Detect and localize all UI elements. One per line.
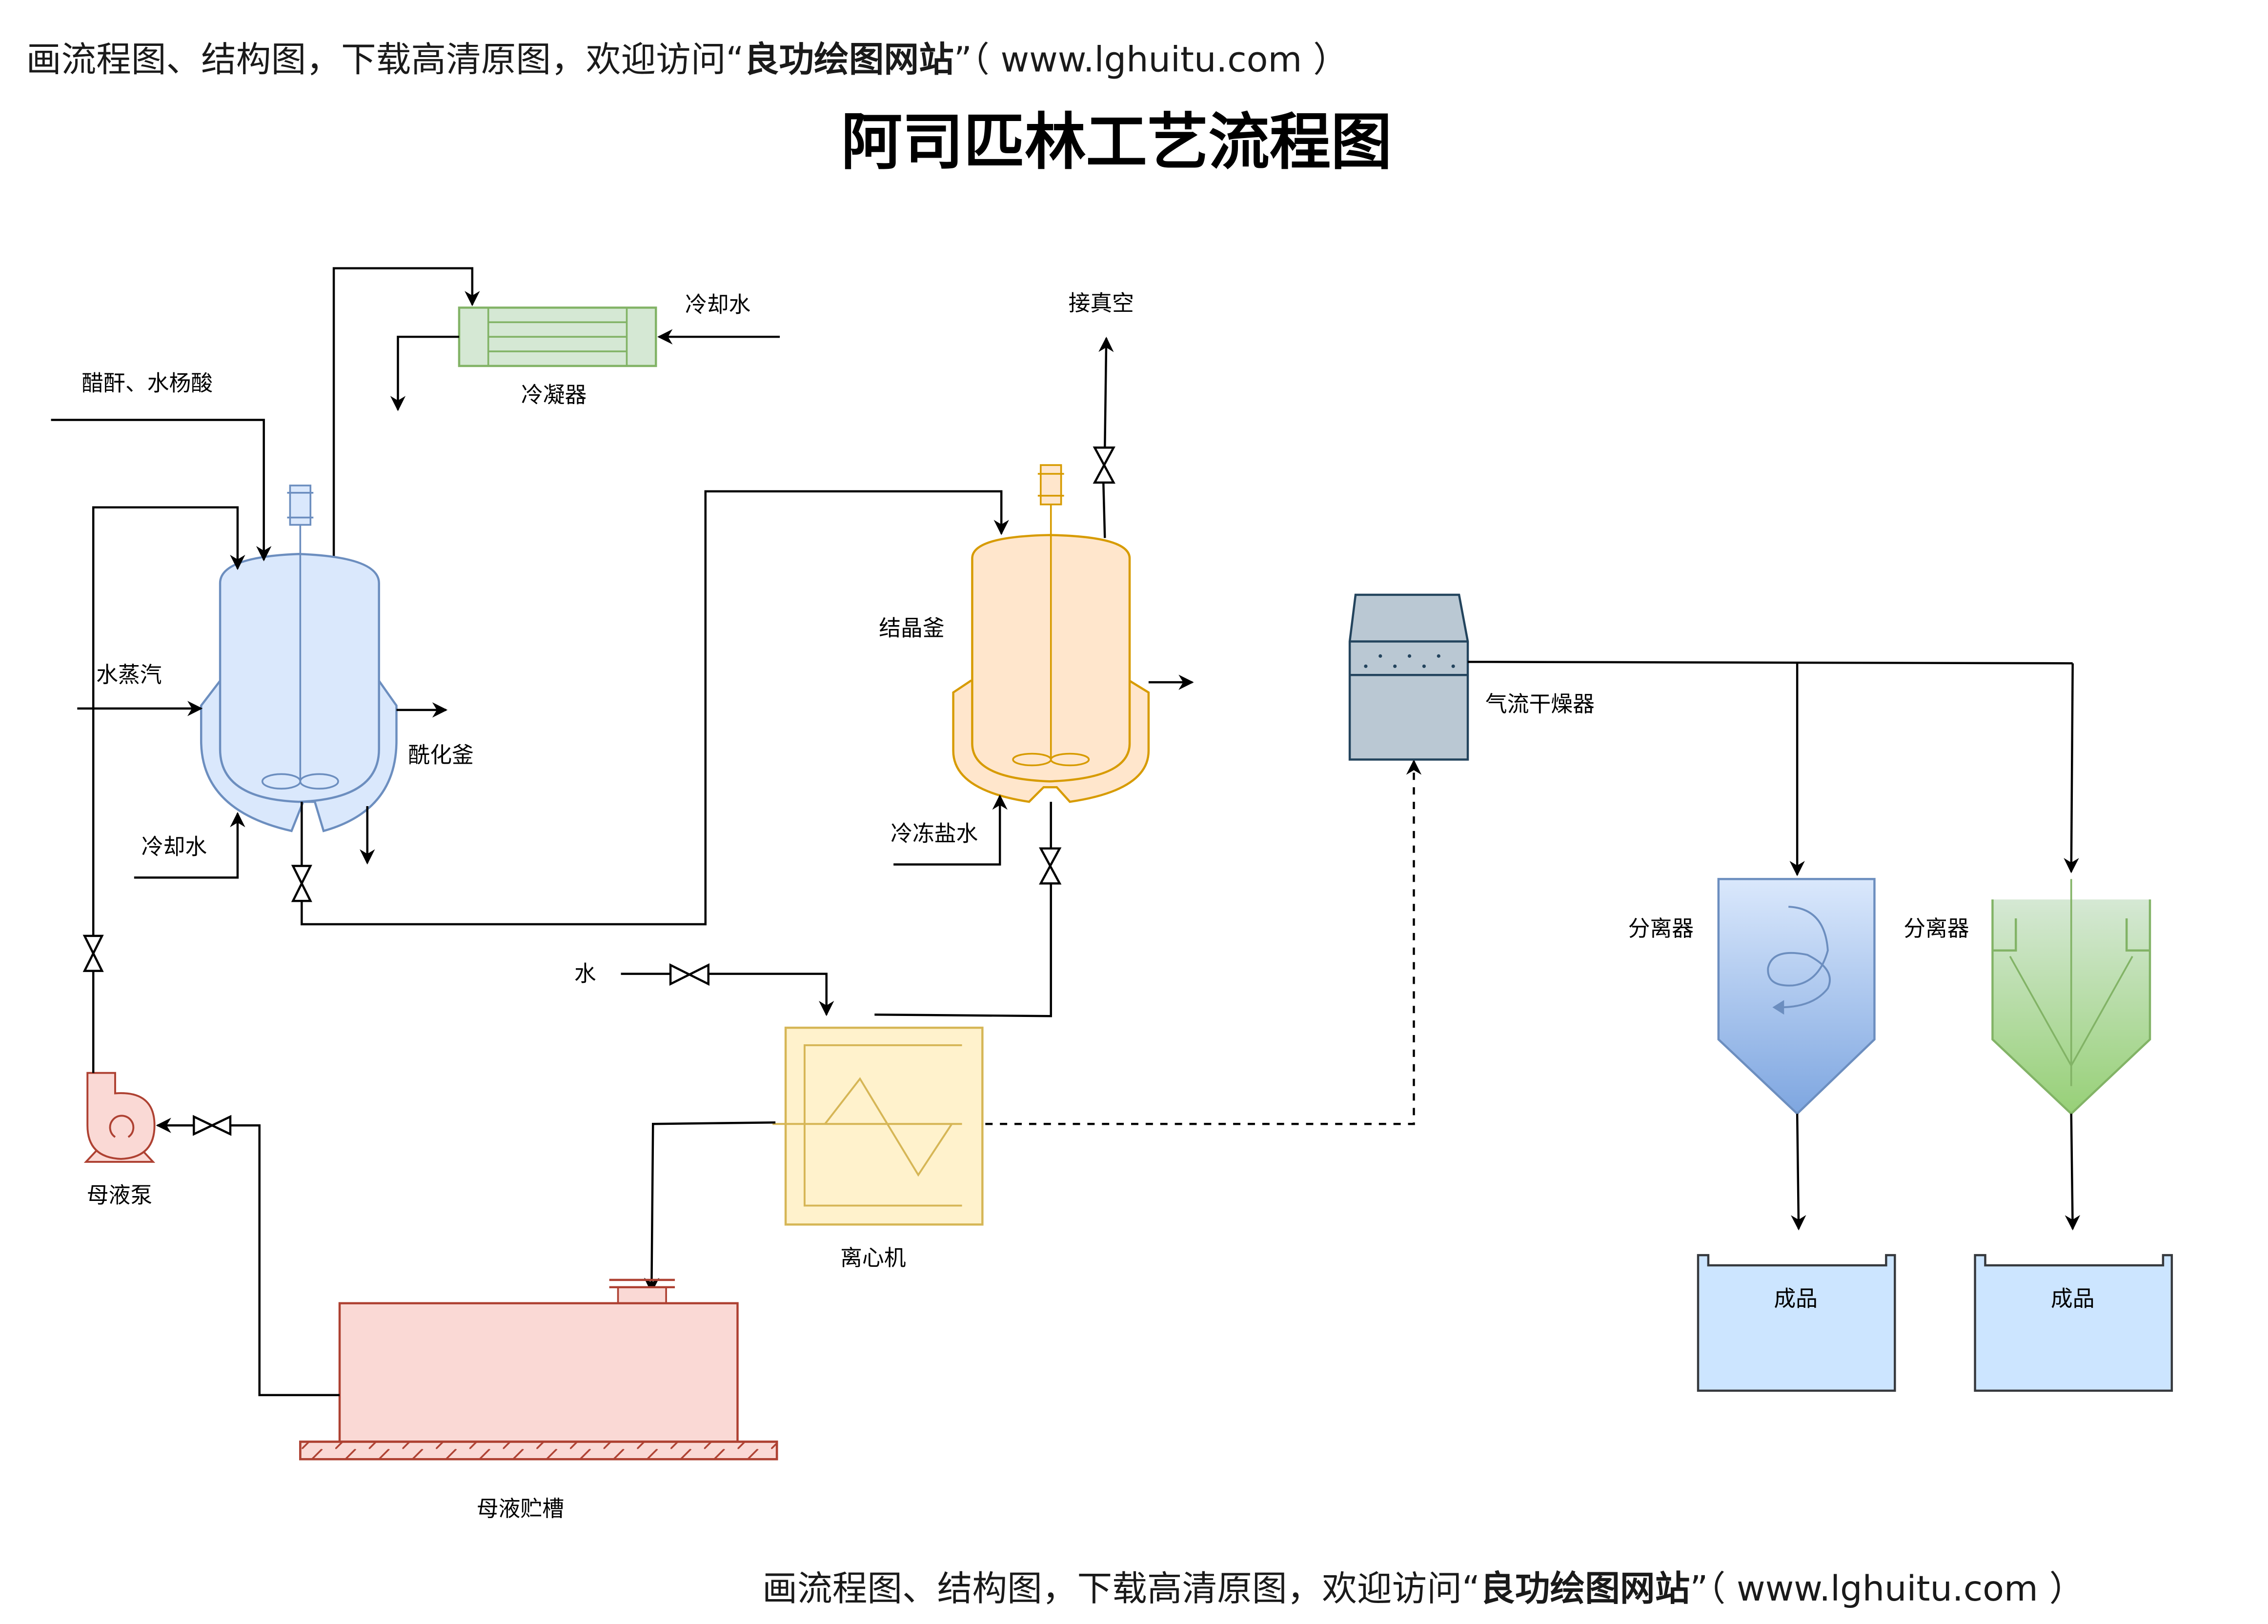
condenser-label: 冷凝器 <box>521 382 587 408</box>
reactor-to-crystallizer-pipe <box>301 490 1001 926</box>
reactor-bottom-valve[interactable] <box>291 865 312 902</box>
crystallizer-to-centrifuge-pipe <box>874 802 1052 1017</box>
reactor-cooling-water-label: 冷却水 <box>142 834 207 860</box>
dryer-outlet-pipe <box>1468 661 2073 665</box>
airflow-dryer[interactable] <box>1348 593 1469 761</box>
separator-1-label: 分离器 <box>1628 915 1694 941</box>
product-bin-1[interactable] <box>1697 1254 1896 1392</box>
brine-label: 冷冻盐水 <box>891 821 978 847</box>
crystallizer-bottom-valve[interactable] <box>1039 847 1062 885</box>
pump-label: 母液泵 <box>87 1182 152 1208</box>
mother-liquor-pump[interactable] <box>83 1072 156 1163</box>
reactor-cooling-water-pipe <box>134 812 245 879</box>
centrifuge-to-tank-pipe <box>644 1121 776 1293</box>
vacuum-label: 接真空 <box>1069 290 1134 316</box>
centrifuge-to-dryer-line <box>985 759 1422 1125</box>
steam-label: 水蒸汽 <box>96 662 162 688</box>
water-label: 水 <box>574 961 596 987</box>
condenser-outlet-pipe <box>390 335 459 411</box>
separator-2-label: 分离器 <box>1904 915 1969 941</box>
dryer-label: 气流干燥器 <box>1485 691 1595 717</box>
crystallizer-label: 结晶釜 <box>879 615 944 641</box>
feed-label: 醋酐、水杨酸 <box>81 370 213 396</box>
footer-site-link[interactable]: 良功绘图网站 <box>1480 1568 1690 1609</box>
dryer-to-separator-2-pipe <box>2064 663 2079 873</box>
condenser[interactable] <box>458 306 657 367</box>
mother-liquor-tank[interactable] <box>299 1279 778 1461</box>
separator-2-outlet <box>2065 1114 2081 1231</box>
pump-outlet-valve[interactable] <box>82 934 104 972</box>
header-suffix: ”（ www.lghuitu.com ） <box>954 39 1348 80</box>
crystallizer[interactable] <box>952 464 1150 803</box>
header-prefix: 画流程图、结构图，下载高清原图，欢迎访问“ <box>26 39 744 80</box>
tank-to-pump-pipe <box>158 1125 340 1397</box>
product-bin-2[interactable] <box>1974 1254 2173 1392</box>
water-valve[interactable] <box>669 963 709 986</box>
acylation-reactor[interactable] <box>200 485 398 832</box>
reactor-vapor-pipe <box>332 267 480 557</box>
acylation-reactor-label: 酰化釜 <box>408 742 473 768</box>
cyclone-separator[interactable] <box>1717 878 1876 1116</box>
feed-pipe <box>51 419 272 562</box>
footer-suffix: ”（ www.lghuitu.com ） <box>1690 1568 2084 1609</box>
centrifuge[interactable] <box>772 1026 984 1226</box>
pump-inlet-valve[interactable] <box>193 1115 232 1136</box>
header-site-link[interactable]: 良功绘图网站 <box>744 39 954 80</box>
product-2-label: 成品 <box>2051 1286 2095 1312</box>
tank-label: 母液贮槽 <box>477 1496 564 1522</box>
water-pipe <box>621 973 827 1015</box>
brine-pipe <box>893 794 1008 866</box>
recycle-pipe <box>92 506 245 933</box>
header-banner: 画流程图、结构图，下载高清原图，欢迎访问“良功绘图网站”（ www.lghuit… <box>26 39 1348 80</box>
condenser-cooling-water-label: 冷却水 <box>685 291 750 317</box>
vacuum-pipe <box>1103 338 1106 538</box>
page-title: 阿司匹林工艺流程图 <box>841 107 1392 178</box>
product-1-label: 成品 <box>1774 1286 1818 1312</box>
centrifuge-label: 离心机 <box>840 1245 906 1271</box>
vacuum-valve[interactable] <box>1093 446 1115 484</box>
settling-separator[interactable] <box>1991 879 2151 1116</box>
separator-1-outlet <box>1791 1114 1806 1231</box>
footer-banner: 画流程图、结构图，下载高清原图，欢迎访问“良功绘图网站”（ www.lghuit… <box>762 1568 2084 1609</box>
footer-prefix: 画流程图、结构图，下载高清原图，欢迎访问“ <box>762 1568 1480 1609</box>
